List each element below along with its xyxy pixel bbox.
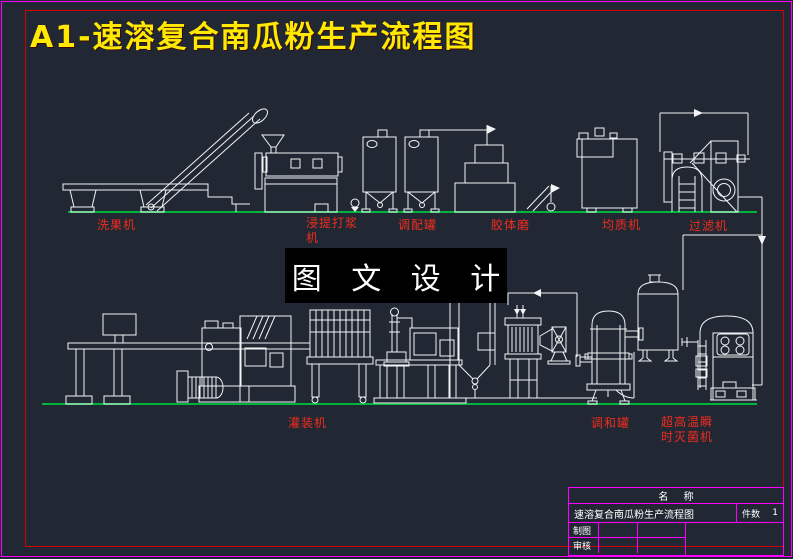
label-washing-machine: 洗果机 <box>97 218 137 232</box>
label-homogenizer: 均质机 <box>602 218 642 232</box>
drafter-date-cell <box>638 523 685 537</box>
label-pulping-line1: 浸提打浆 <box>306 216 359 230</box>
label-pulping-machine: 浸提打浆机 <box>306 216 358 246</box>
filling-machine-drawing <box>176 315 296 403</box>
filter-machine-drawing <box>663 140 766 386</box>
label-mixing-tank: 调和罐 <box>591 416 631 430</box>
label-filling-machine: 灌装机 <box>288 416 328 430</box>
checker-name-cell <box>599 538 638 553</box>
title-block-name-header: 名 称 <box>569 488 783 504</box>
label-uht-line1: 超高温瞬 <box>661 415 714 429</box>
title-block-empty-cell <box>686 523 783 555</box>
label-colloid-mill: 胶体磨 <box>491 218 531 232</box>
label-filter-machine: 过滤机 <box>689 219 729 233</box>
blending-tank-1-drawing <box>361 129 398 213</box>
pulping-machine-drawing <box>254 134 360 213</box>
drawing-title: A1-速溶复合南瓜粉生产流程图 <box>30 20 477 55</box>
watermark-banner: 图 文 设 计 <box>285 248 507 303</box>
title-block-drawing-name: 速溶复合南瓜粉生产流程图 <box>574 509 694 521</box>
dome-tank-drawing <box>637 274 679 362</box>
label-blending-tank: 调配罐 <box>398 218 438 232</box>
inner-red-border <box>25 10 784 547</box>
cyclone-chamber-drawing <box>449 303 597 399</box>
qty-label: 件数 <box>742 509 761 520</box>
checker-label: 审核 <box>569 538 599 553</box>
qty-value: 1 <box>772 508 778 518</box>
label-pulping-line2: 机 <box>306 231 320 245</box>
title-block: 名 称 速溶复合南瓜粉生产流程图 件数 1 制图 审核 <box>568 487 784 556</box>
washing-machine-drawing <box>62 108 268 213</box>
fan-blower-drawing <box>507 289 578 365</box>
uht-sterilizer-drawing <box>681 315 762 401</box>
colloid-mill-drawing <box>454 144 516 213</box>
drafter-name-cell <box>599 523 638 537</box>
mixing-tank-drawing <box>575 310 644 405</box>
title-block-signature-grid: 制图 审核 <box>569 523 686 555</box>
label-uht-line2: 时灭菌机 <box>661 430 714 444</box>
label-uht-sterilizer: 超高温瞬时灭菌机 <box>661 415 713 445</box>
filler-heads-and-pump-drawing <box>306 307 467 404</box>
title-block-qty-cell: 件数 1 <box>736 504 783 522</box>
heat-exchanger-drawing <box>504 305 542 398</box>
blending-tank-2-drawing <box>403 125 496 213</box>
homogenizer-drawing <box>526 109 749 213</box>
checker-date-cell <box>638 538 685 553</box>
drafter-label: 制图 <box>569 523 599 537</box>
